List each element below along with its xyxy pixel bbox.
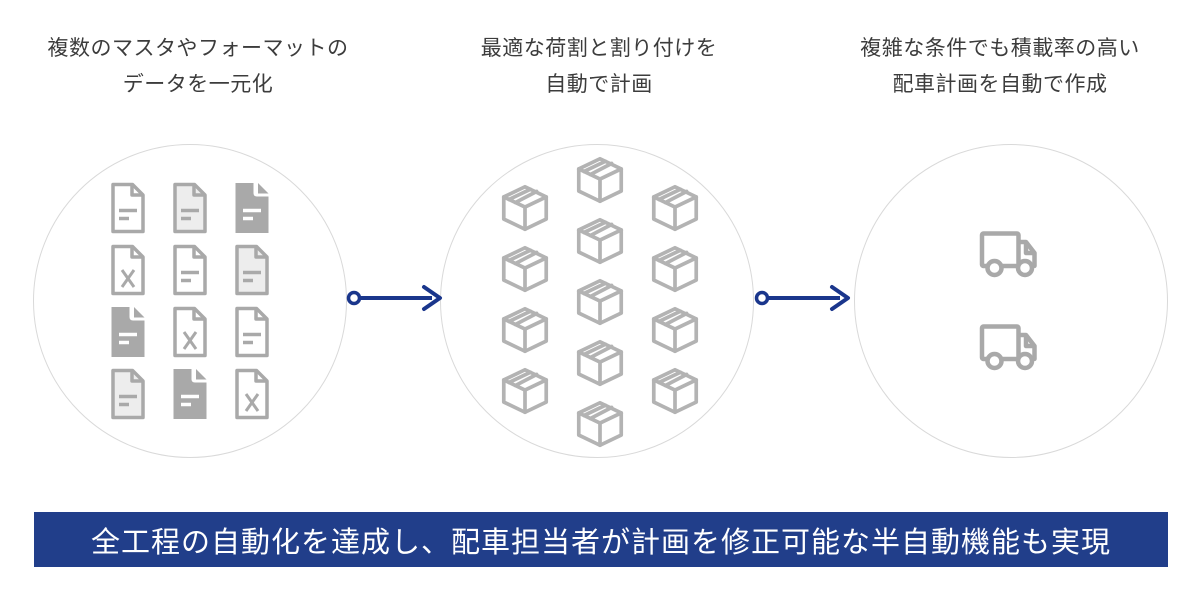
stage-3-title-line2: 配車計画を自動で作成 bbox=[892, 73, 1108, 96]
stage-2-title: 最適な荷割と割り付けを 自動で計画 bbox=[399, 31, 799, 103]
stage-1-title-line1: 複数のマスタやフォーマットの bbox=[47, 37, 349, 60]
package-box-icon bbox=[501, 367, 549, 415]
stage-1-title-line2: データを一元化 bbox=[122, 73, 274, 96]
package-box-icon bbox=[651, 245, 699, 293]
document-grid bbox=[34, 145, 346, 457]
outline-x-document-icon bbox=[235, 368, 269, 420]
truck-icon bbox=[979, 324, 1037, 371]
box-grid bbox=[441, 145, 753, 457]
solid-lines-document-icon bbox=[173, 369, 207, 419]
stage-1-title: 複数のマスタやフォーマットの データを一元化 bbox=[0, 31, 396, 103]
stage-1-circle bbox=[33, 144, 347, 458]
outline-lines-document-icon bbox=[111, 182, 145, 234]
box-column bbox=[649, 184, 701, 415]
box-column bbox=[499, 184, 551, 415]
package-box-icon bbox=[576, 278, 624, 326]
stage-2-title-line1: 最適な荷割と割り付けを bbox=[480, 37, 718, 60]
truck-icon bbox=[979, 231, 1037, 278]
package-box-icon bbox=[651, 367, 699, 415]
arrow-head-icon bbox=[830, 285, 850, 311]
light-lines-document-icon bbox=[235, 244, 269, 296]
stage-2-circle bbox=[440, 144, 754, 458]
arrow-origin-ring-icon bbox=[754, 290, 770, 306]
package-box-icon bbox=[501, 245, 549, 293]
arrow-origin-ring-icon bbox=[346, 290, 362, 306]
package-box-icon bbox=[576, 156, 624, 204]
package-box-icon bbox=[501, 306, 549, 354]
summary-banner: 全工程の自動化を達成し、配車担当者が計画を修正可能な半自動機能も実現 bbox=[34, 512, 1168, 567]
light-lines-document-icon bbox=[111, 368, 145, 420]
outline-lines-document-icon bbox=[173, 244, 207, 296]
outline-x-document-icon bbox=[173, 306, 207, 358]
outline-x-document-icon bbox=[111, 244, 145, 296]
flow-arrow-2 bbox=[754, 285, 850, 311]
package-box-icon bbox=[651, 306, 699, 354]
stage-3-title-line1: 複雑な条件でも積載率の高い bbox=[860, 37, 1140, 60]
arrow-head-icon bbox=[422, 285, 442, 311]
stage-3-circle bbox=[854, 144, 1168, 458]
flow-arrow-1 bbox=[346, 285, 442, 311]
package-box-icon bbox=[576, 339, 624, 387]
package-box-icon bbox=[576, 400, 624, 448]
stage-3-title: 複雑な条件でも積載率の高い 配車計画を自動で作成 bbox=[800, 31, 1200, 103]
package-box-icon bbox=[651, 184, 699, 232]
summary-banner-text: 全工程の自動化を達成し、配車担当者が計画を修正可能な半自動機能も実現 bbox=[90, 526, 1111, 559]
package-box-icon bbox=[576, 217, 624, 265]
solid-lines-document-icon bbox=[111, 307, 145, 357]
truck-group bbox=[855, 228, 1167, 375]
solid-lines-document-icon bbox=[235, 183, 269, 233]
light-lines-document-icon bbox=[173, 182, 207, 234]
box-column bbox=[574, 156, 626, 448]
stage-2-title-line2: 自動で計画 bbox=[545, 73, 653, 96]
package-box-icon bbox=[501, 184, 549, 232]
outline-lines-document-icon bbox=[235, 306, 269, 358]
